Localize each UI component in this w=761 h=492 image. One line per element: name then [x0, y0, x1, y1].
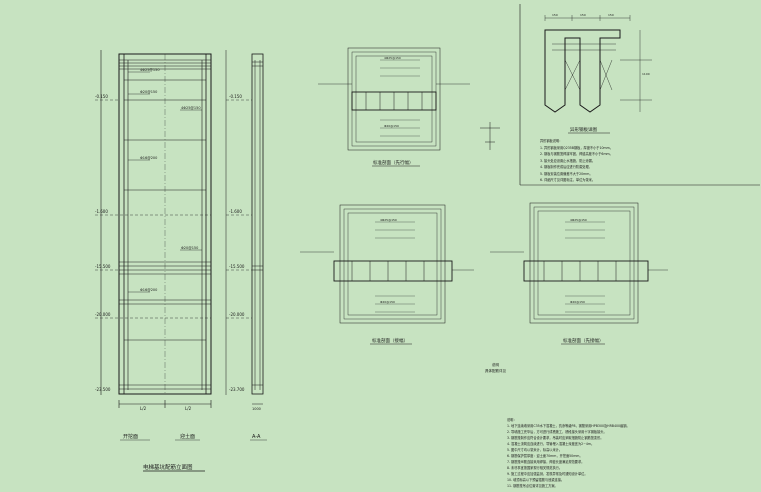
detail-dim-4: 1100	[642, 72, 650, 76]
sec-b-rebar-2: Φ20@150	[380, 300, 395, 304]
sec-a-rebar-2: Φ20@150	[384, 124, 399, 128]
dim-right-half: L/2	[185, 406, 192, 411]
main-elevation: L/2 L/2 4Φ25@150 Φ20@150 Φ16@200 4Φ25@15…	[95, 50, 212, 472]
section-aa: -1.600 -15.500 -20.000 -0.150 -23.700 10…	[225, 50, 267, 441]
sec-a-rebar-1: 4Φ25@150	[384, 56, 401, 60]
sec-c-rebar-1: 4Φ25@150	[570, 218, 587, 222]
detail-note-line: 6. 详细尺寸见详图标注，单位为毫米。	[540, 178, 596, 182]
aa-elev-3: -20.000	[229, 312, 245, 317]
rebar-label-1: 4Φ25@150	[140, 68, 160, 72]
note-line: 1. 地下连续墙采用C35水下混凝土，抗渗等级P8，钢筋采用HPB300及HRB…	[507, 424, 630, 428]
section-aa-title: A-A	[252, 434, 261, 440]
sec-b-rebar-1: 4Φ25@150	[380, 218, 397, 222]
note-line: 7. 钢筋笼纵筋连接采用焊接，焊缝长度满足规范要求。	[507, 460, 585, 464]
sec-c-rebar-2: Φ20@150	[570, 300, 585, 304]
aa-dim: 1000	[252, 407, 261, 411]
label-excavation-side: 开挖面	[123, 433, 138, 440]
note-line: 说明：	[507, 418, 517, 422]
section-first-panel-title: 标准剖面（先行幅）	[373, 159, 414, 166]
note-line: 3. 钢筋笼制作应符合设计要求，吊装时应采取措施防止钢筋笼变形。	[507, 436, 604, 440]
steel-plate-detail-title: 异形钢板详图	[570, 126, 597, 133]
detail-dim-2: 150	[580, 13, 586, 17]
general-notes: 说明： 1. 地下连续墙采用C35水下混凝土，抗渗等级P8，钢筋采用HPB300…	[507, 417, 752, 489]
main-elevation-title: 电梯基坑配筋立面图	[143, 463, 193, 471]
dim-left-half: L/2	[140, 406, 147, 411]
note-line: 11. 钢筋笼吊点位置详见施工方案。	[507, 484, 558, 488]
note-line: 10. 墙顶标高以下预留插筋与冠梁连接。	[507, 478, 565, 482]
aa-elev-2: -15.500	[229, 264, 245, 269]
label-soil-side: 迎土面	[180, 433, 195, 440]
note-line: 9. 施工过程中应加强监测，发现异常及时通知设计单位。	[507, 472, 588, 476]
elevation-label-3: -20.000	[95, 312, 111, 317]
elevation-label-2: -15.500	[95, 264, 111, 269]
small-section-mark	[480, 122, 500, 150]
rebar-label-2: Φ20@150	[140, 90, 157, 94]
note-mark-1: 说明	[492, 362, 500, 367]
note-line: 2. 导墙施工完毕后，方可进行成槽施工，槽段接头采用十字钢板接头。	[507, 430, 607, 434]
steel-plate-detail: 150 150 150 1100 异形钢板详图	[519, 4, 760, 186]
detail-note-line: 异形钢板说明：	[540, 139, 563, 143]
aa-elev-0: -0.150	[229, 94, 242, 99]
detail-dim-3: 150	[608, 13, 614, 17]
rebar-label-3: Φ16@200	[140, 156, 157, 160]
section-joint-panel: 4Φ25@150 Φ20@150 标准剖面（接幅）	[300, 204, 474, 345]
rebar-label-6: Φ16@200	[140, 288, 157, 292]
rebar-label-5: Φ20@150	[181, 246, 198, 250]
elevation-label-4: -23.500	[95, 387, 111, 392]
note-line: 8. 未尽事宜按国家现行相关规范执行。	[507, 466, 563, 470]
detail-note-line: 3. 接头处应设置止水措施，防止渗漏。	[540, 158, 596, 163]
rebar-label-4: 4Φ25@150	[181, 106, 201, 110]
aa-elev-5: -23.700	[229, 387, 245, 392]
note-line: 5. 图中尺寸均以毫米计，标高以米计。	[507, 448, 563, 452]
section-combined-panel-title: 标准剖面（先接幅）	[563, 337, 604, 344]
note-mark-2: 具体配筋详见	[485, 368, 506, 373]
section-first-panel: 4Φ25@150 Φ20@150 标准剖面（先行幅）	[318, 47, 470, 167]
detail-note-line: 1. 异形钢板采用Q235B钢板，厚度不小于10mm。	[540, 145, 613, 150]
detail-dim-1: 150	[552, 13, 558, 17]
detail-note-line: 4. 钢板制作完成后应进行防腐处理。	[540, 165, 592, 169]
note-line: 4. 混凝土浇筑应连续进行，导管埋入混凝土深度宜为2~4m。	[507, 442, 595, 446]
detail-note-line: 5. 钢板安装位置偏差不大于20mm。	[540, 171, 593, 176]
note-line: 6. 钢筋保护层厚度：迎土面70mm，开挖面50mm。	[507, 454, 583, 458]
aa-elev-1: -1.600	[229, 209, 242, 214]
section-combined-panel: 4Φ25@150 Φ20@150 标准剖面（先接幅）	[490, 202, 668, 345]
section-joint-panel-title: 标准剖面（接幅）	[372, 337, 408, 344]
detail-notes: 异形钢板说明： 1. 异形钢板采用Q235B钢板，厚度不小于10mm。 2. 钢…	[540, 138, 755, 184]
detail-note-line: 2. 钢板与钢筋笼焊接牢固，焊缝高度不小于6mm。	[540, 152, 613, 156]
elevation-label-1: -1.600	[95, 209, 108, 214]
elevation-label-0: -0.150	[95, 94, 108, 99]
